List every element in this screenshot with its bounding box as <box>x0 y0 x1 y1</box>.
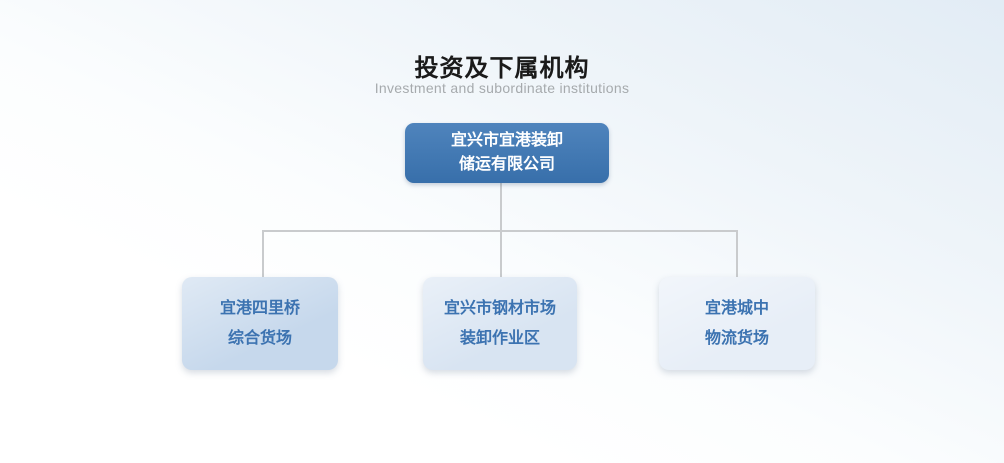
connector-root-vertical <box>500 183 502 231</box>
org-node-child-1: 宜港四里桥 综合货场 <box>182 277 338 370</box>
org-node-child-1-line1: 宜港四里桥 <box>219 299 300 317</box>
org-node-child-2-line2: 装卸作业区 <box>459 329 540 347</box>
org-node-root: 宜兴市宜港装卸 储运有限公司 <box>405 123 609 183</box>
org-node-child-3-line2: 物流货场 <box>704 329 769 347</box>
page-subtitle: Investment and subordinate institutions <box>374 80 630 96</box>
org-node-child-1-line2: 综合货场 <box>227 329 292 347</box>
org-node-root-line1: 宜兴市宜港装卸 <box>450 132 563 149</box>
connector-left-vertical <box>262 230 264 277</box>
org-node-child-2-line1: 宜兴市钢材市场 <box>443 299 556 317</box>
org-node-child-3: 宜港城中 物流货场 <box>659 277 815 370</box>
org-node-child-2: 宜兴市钢材市场 装卸作业区 <box>423 277 577 370</box>
connector-right-vertical <box>736 230 738 277</box>
org-node-root-line2: 储运有限公司 <box>458 156 555 173</box>
org-node-child-3-line1: 宜港城中 <box>704 299 769 317</box>
page-title: 投资及下属机构 <box>414 55 590 82</box>
connector-middle-vertical <box>500 230 502 277</box>
